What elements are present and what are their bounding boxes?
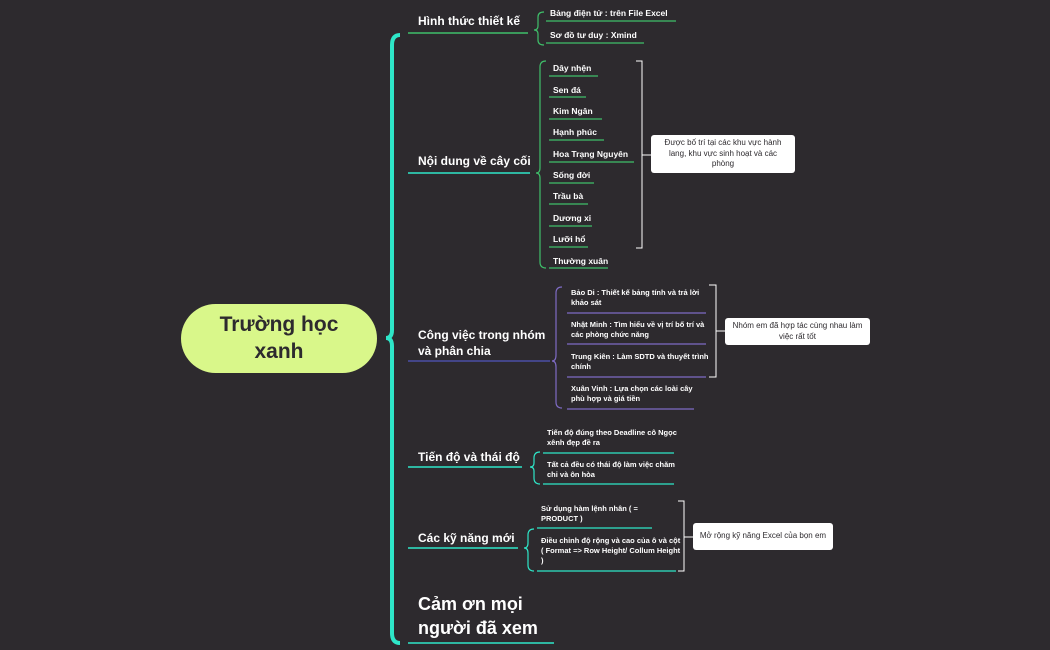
root-topic[interactable]: Trường học xanh (181, 304, 377, 373)
subtopic-item[interactable]: Tiến độ đúng theo Deadline cô Ngọc xênh … (547, 428, 677, 448)
subtopic-item[interactable]: Dương xỉ (553, 213, 592, 223)
subtopic-item[interactable]: Trầu bà (553, 191, 584, 201)
main-bracket (385, 33, 401, 645)
topic-progress[interactable]: Tiến độ và thái độ (418, 450, 520, 464)
topic-skills[interactable]: Các kỹ năng mới (418, 531, 515, 545)
subtopic-item[interactable]: Bảo Di : Thiết kế bảng tính và trả lời k… (571, 288, 700, 308)
topic-plants[interactable]: Nội dung về cây cối (418, 154, 531, 168)
topic-team[interactable]: Công việc trong nhóm và phân chia (418, 328, 546, 359)
subtopic-item[interactable]: Nhật Minh : Tìm hiểu về vị trí bố trí và… (571, 320, 705, 340)
subtopic-item[interactable]: Bảng điện tử : trên File Excel (550, 8, 668, 18)
root-topic-label: Trường học xanh (219, 313, 339, 363)
subtopic-item[interactable]: Sử dụng hàm lệnh nhân ( = PRODUCT ) (541, 504, 638, 524)
subtopic-item[interactable]: Trung Kiên : Làm SDTD và thuyết trình ch… (571, 352, 709, 372)
subtopic-item[interactable]: Lưỡi hổ (553, 234, 586, 244)
subtopic-item[interactable]: Xuân Vinh : Lựa chọn các loài cây phù hợ… (571, 384, 693, 404)
subtopic-item[interactable]: Sống đời (553, 170, 591, 180)
subtopic-item[interactable]: Dây nhện (553, 63, 592, 73)
subtopic-item[interactable]: Kim Ngân (553, 106, 593, 116)
note-plants[interactable]: Được bố trí tại các khu vực hành lang, k… (651, 135, 795, 173)
subtopic-item[interactable]: Tất cả đều có thái độ làm việc chăm chỉ … (547, 460, 675, 480)
topic-design[interactable]: Hình thức thiết kế (418, 14, 521, 28)
subtopic-item[interactable]: Sơ đồ tư duy : Xmind (550, 30, 637, 40)
subtopic-item[interactable]: Hoa Trạng Nguyên (553, 149, 629, 159)
note-skills[interactable]: Mở rộng kỹ năng Excel của bọn em (693, 523, 833, 550)
subtopic-item[interactable]: Hạnh phúc (553, 127, 597, 137)
subtopic-item[interactable]: Sen đá (553, 85, 581, 95)
subtopic-item[interactable]: Thường xuân (553, 256, 609, 266)
subtopic-item[interactable]: Điều chỉnh độ rộng và cao của ô và cột (… (541, 536, 681, 566)
topic-thanks[interactable]: Cảm ơn mọi người đã xem (418, 594, 538, 639)
note-team[interactable]: Nhóm em đã hợp tác cùng nhau làm việc rấ… (725, 318, 870, 345)
